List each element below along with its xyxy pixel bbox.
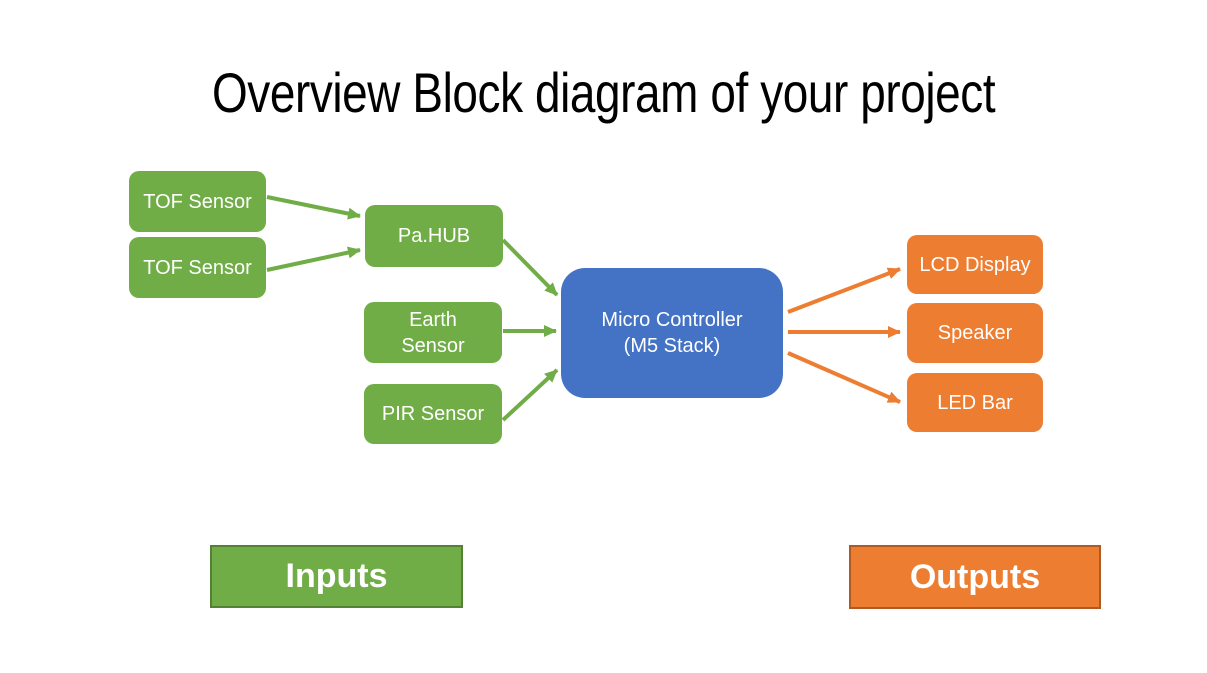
node-micro-controller-label: Micro Controller (M5 Stack) — [601, 309, 743, 357]
page-title: Overview Block diagram of your project — [0, 60, 1207, 125]
node-speaker-label: Speaker — [937, 322, 1013, 344]
outputs-legend-label: Outputs — [909, 557, 1041, 596]
arrow-mcu-to-ledbar — [787, 351, 901, 404]
node-earth-sensor: Earth Sensor — [364, 302, 502, 363]
page-title-text: Overview Block diagram of your project — [211, 61, 996, 124]
node-earth-sensor-label: Earth Sensor — [401, 308, 465, 357]
outputs-legend: Outputs — [849, 545, 1101, 609]
node-pa-hub: Pa.HUB — [365, 205, 503, 267]
node-lcd-display: LCD Display — [907, 235, 1043, 294]
node-pa-hub-label: Pa.HUB — [397, 225, 471, 247]
node-tof-sensor-2-label: TOF Sensor — [143, 256, 252, 279]
node-tof-sensor-1-label: TOF Sensor — [143, 190, 252, 213]
node-pir-sensor-label: PIR Sensor — [381, 403, 485, 425]
inputs-legend-label: Inputs — [285, 557, 388, 595]
node-micro-controller: Micro Controller (M5 Stack) — [561, 268, 783, 398]
inputs-legend: Inputs — [210, 545, 463, 608]
node-lcd-display-label: LCD Display — [919, 253, 1031, 276]
node-tof-sensor-2: TOF Sensor — [129, 237, 266, 298]
arrow-pir-to-mcu — [501, 368, 559, 422]
node-pir-sensor: PIR Sensor — [364, 384, 502, 444]
arrow-tof1-to-pahub — [266, 195, 361, 220]
node-tof-sensor-1: TOF Sensor — [129, 171, 266, 232]
arrow-mcu-to-lcd — [787, 267, 901, 314]
node-speaker: Speaker — [907, 303, 1043, 363]
arrow-pahub-to-mcu — [501, 238, 559, 297]
node-led-bar: LED Bar — [907, 373, 1043, 432]
node-led-bar-label: LED Bar — [937, 391, 1013, 414]
arrow-tof2-to-pahub — [266, 246, 361, 272]
